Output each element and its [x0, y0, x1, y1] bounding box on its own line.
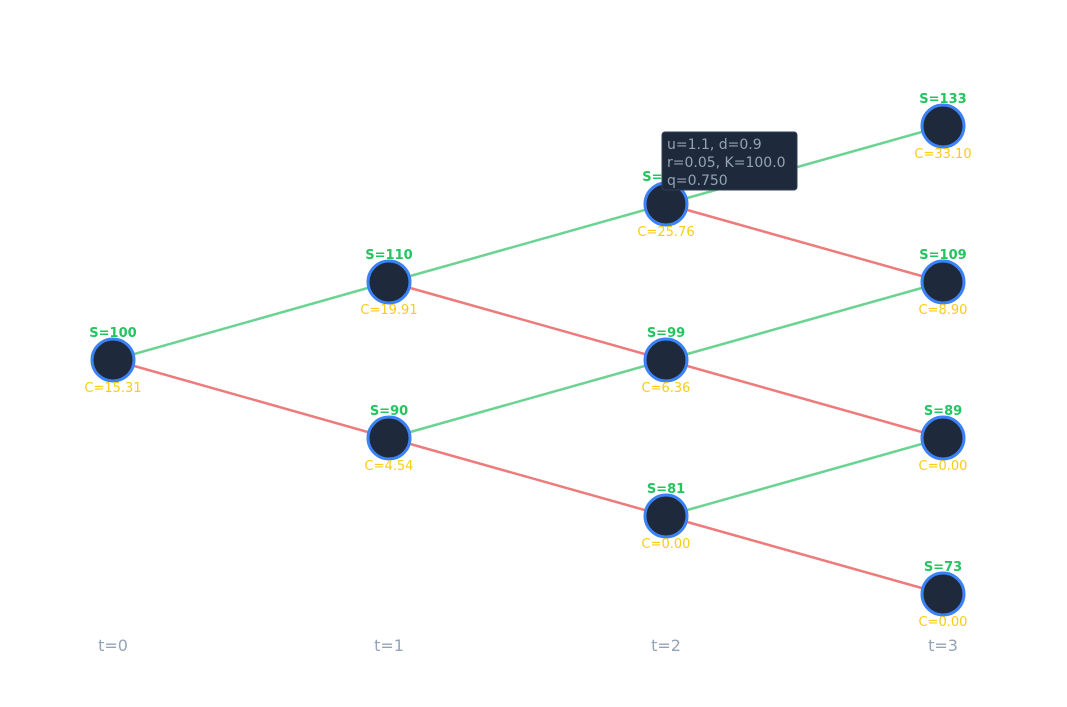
up-edge: [665, 124, 944, 206]
up-edge: [665, 436, 944, 518]
node-circle: [90, 337, 136, 383]
time-step-label: t=3: [928, 636, 958, 655]
up-edge: [665, 280, 944, 362]
tree-node: S=81C=0.00: [642, 482, 691, 552]
price-label: S=89: [924, 404, 962, 419]
node-circle: [920, 103, 966, 149]
parameters-box-bg: [661, 131, 798, 191]
parameter-line: q=0.750: [667, 173, 728, 189]
up-edge: [388, 202, 667, 284]
down-edge: [388, 280, 667, 362]
option-value-label: C=25.76: [637, 225, 694, 240]
option-value-label: C=8.90: [919, 303, 968, 318]
time-step-label: t=2: [651, 636, 681, 655]
option-value-label: C=6.36: [642, 381, 691, 396]
price-label: S=110: [365, 248, 412, 263]
node-circle: [643, 337, 689, 383]
option-value-label: C=33.10: [914, 147, 971, 162]
price-label: S=109: [919, 248, 966, 263]
down-edge: [112, 358, 390, 440]
price-label: S=81: [647, 482, 685, 497]
tree-node: S=90C=4.54: [365, 404, 414, 474]
option-value-label: C=15.31: [84, 381, 141, 396]
tree-node: S=89C=0.00: [919, 404, 968, 474]
up-edge: [112, 280, 390, 362]
nodes: S=100C=15.31S=110C=19.91S=90C=4.54S=121C…: [84, 92, 971, 630]
option-value-label: C=0.00: [919, 459, 968, 474]
price-label: S=73: [924, 560, 962, 575]
edges: [112, 124, 944, 596]
price-label: S=90: [370, 404, 408, 419]
price-label: S=99: [647, 326, 685, 341]
option-value-label: C=0.00: [919, 615, 968, 630]
option-value-label: C=4.54: [365, 459, 414, 474]
parameter-line: r=0.05, K=100.0: [667, 155, 786, 171]
node-circle: [643, 493, 689, 539]
option-value-label: C=19.91: [360, 303, 417, 318]
price-label: S=100: [89, 326, 136, 341]
tree-node: S=99C=6.36: [642, 326, 691, 396]
node-circle: [920, 571, 966, 617]
up-edge: [388, 358, 667, 440]
down-edge: [665, 202, 944, 284]
time-step-label: t=0: [98, 636, 128, 655]
parameter-line: u=1.1, d=0.9: [667, 137, 762, 153]
down-edge: [665, 514, 944, 596]
parameters-box: u=1.1, d=0.9 r=0.05, K=100.0 q=0.750: [661, 131, 798, 191]
down-edge: [665, 358, 944, 440]
node-circle: [366, 415, 412, 461]
node-circle: [920, 415, 966, 461]
price-label: S=133: [919, 92, 966, 107]
down-edge: [388, 436, 667, 518]
option-value-label: C=0.00: [642, 537, 691, 552]
tree-node: S=73C=0.00: [919, 560, 968, 630]
time-step-label: t=1: [374, 636, 404, 655]
node-circle: [366, 259, 412, 305]
node-circle: [920, 259, 966, 305]
